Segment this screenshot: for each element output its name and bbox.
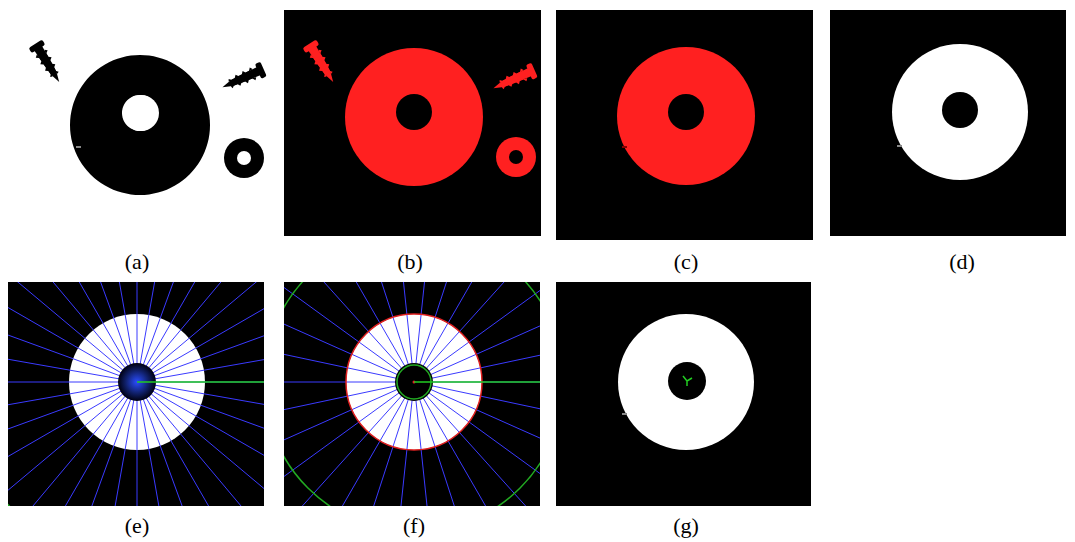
scan-line bbox=[8, 282, 137, 382]
scan-line bbox=[414, 315, 540, 382]
scan-line bbox=[284, 282, 414, 382]
scan-line bbox=[284, 382, 414, 449]
scan-line bbox=[284, 282, 414, 382]
scan-line bbox=[414, 282, 540, 382]
scan-line bbox=[8, 282, 137, 382]
scan-line bbox=[137, 282, 264, 382]
panel-g bbox=[556, 282, 811, 506]
scan-line bbox=[137, 326, 264, 382]
scan-line bbox=[315, 282, 414, 382]
scan-line bbox=[414, 382, 540, 383]
scan-line bbox=[8, 326, 137, 382]
panel-d bbox=[830, 10, 1066, 236]
scan-line bbox=[8, 382, 137, 506]
panel-label: (e) bbox=[125, 514, 149, 538]
panel-c bbox=[556, 10, 813, 240]
scan-line bbox=[8, 382, 137, 506]
scan-line bbox=[284, 282, 414, 382]
scan-line bbox=[315, 382, 414, 506]
scan-line bbox=[137, 382, 246, 506]
scan-line bbox=[8, 382, 137, 506]
scan-line bbox=[137, 382, 264, 383]
scan-line bbox=[137, 282, 264, 382]
scan-line bbox=[8, 382, 137, 383]
scan-line bbox=[8, 382, 137, 438]
scan-line bbox=[8, 282, 137, 382]
scan-line bbox=[8, 282, 137, 382]
scan-line bbox=[28, 382, 137, 506]
panel-a bbox=[8, 5, 267, 241]
scan-line bbox=[8, 382, 137, 506]
scan-line bbox=[284, 282, 414, 382]
scan-line bbox=[414, 282, 540, 382]
panel-b bbox=[284, 10, 541, 236]
scan-line bbox=[137, 282, 264, 382]
scan-line bbox=[137, 382, 193, 506]
scan-line bbox=[8, 282, 137, 382]
scan-line bbox=[414, 382, 513, 506]
scan-line bbox=[414, 282, 540, 382]
panel-label: (a) bbox=[125, 250, 149, 274]
scan-line bbox=[137, 282, 246, 382]
scan-line bbox=[81, 382, 137, 506]
panel-label: (f) bbox=[403, 514, 425, 538]
scan-line bbox=[28, 282, 137, 382]
scan-line bbox=[137, 282, 264, 382]
panel-label: (d) bbox=[949, 250, 975, 274]
scan-line bbox=[137, 282, 264, 382]
panel-label: (c) bbox=[674, 250, 698, 274]
scan-line bbox=[137, 382, 264, 438]
panel-label: (g) bbox=[673, 514, 699, 538]
panel-label: (b) bbox=[397, 250, 423, 274]
scan-line bbox=[284, 382, 414, 383]
scan-line bbox=[414, 282, 540, 382]
scan-line bbox=[8, 382, 137, 491]
